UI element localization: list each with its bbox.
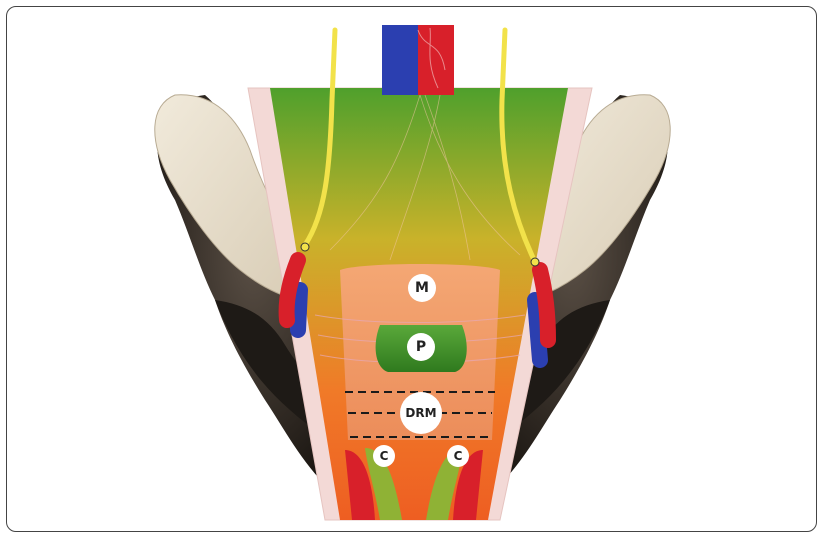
label-c-right: C [447, 445, 469, 467]
vena-cava [382, 25, 418, 95]
label-drm: DRM [400, 392, 442, 434]
label-p: P [407, 333, 435, 361]
svg-text:P: P [416, 339, 426, 355]
right-iliac-vessels [531, 258, 548, 360]
svg-text:DRM: DRM [405, 406, 436, 420]
svg-text:M: M [415, 280, 429, 296]
label-m: M [408, 274, 436, 302]
svg-text:C: C [454, 449, 463, 463]
svg-text:C: C [380, 449, 389, 463]
label-c-left: C [373, 445, 395, 467]
